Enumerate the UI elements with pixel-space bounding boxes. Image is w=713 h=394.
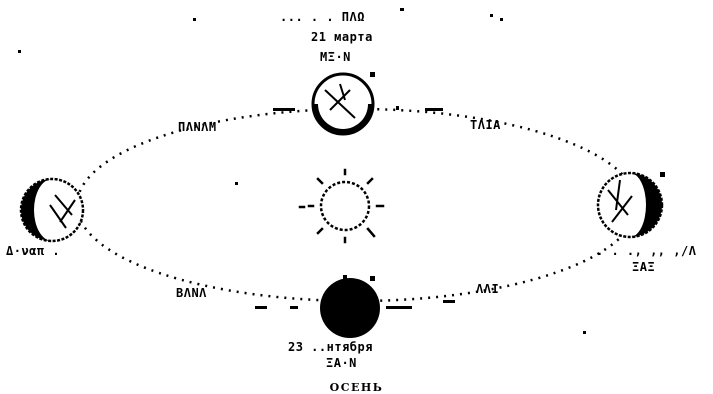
earth-top-icon bbox=[313, 72, 375, 134]
earth-bottom-icon bbox=[320, 275, 380, 338]
top-label-date: 21 марта bbox=[311, 30, 373, 44]
top-label-line1: ... . . ΠΛΩ bbox=[280, 10, 365, 24]
bottom-label-line2: ΞΑ·Ν bbox=[326, 356, 357, 370]
top-label-line3: ΜΞ·Ν bbox=[320, 50, 351, 64]
right-earth-label-line1: . . ., ,, ,/Λ bbox=[596, 244, 696, 258]
orbit-label-bottom-right: ΛΛΙ bbox=[476, 282, 499, 296]
earth-left-icon bbox=[21, 179, 83, 241]
bottom-label-date: 23 ..нтября bbox=[288, 340, 373, 354]
background-specks bbox=[18, 8, 586, 334]
right-earth-label-line2: ΞΑΞ bbox=[632, 260, 655, 274]
orbit-label-top-left: ΠΛΝΛΜ bbox=[178, 120, 217, 134]
season-caption: ОСЕНЬ bbox=[0, 381, 713, 394]
orbit-label-top-right: ΤΛΙΑ bbox=[470, 118, 501, 132]
orbit-label-bottom-left: ΒΛΝΛ bbox=[176, 286, 207, 300]
left-earth-label: Δ·ναπ . bbox=[6, 244, 60, 258]
sun-icon bbox=[300, 170, 383, 242]
earth-right-icon bbox=[598, 172, 665, 237]
